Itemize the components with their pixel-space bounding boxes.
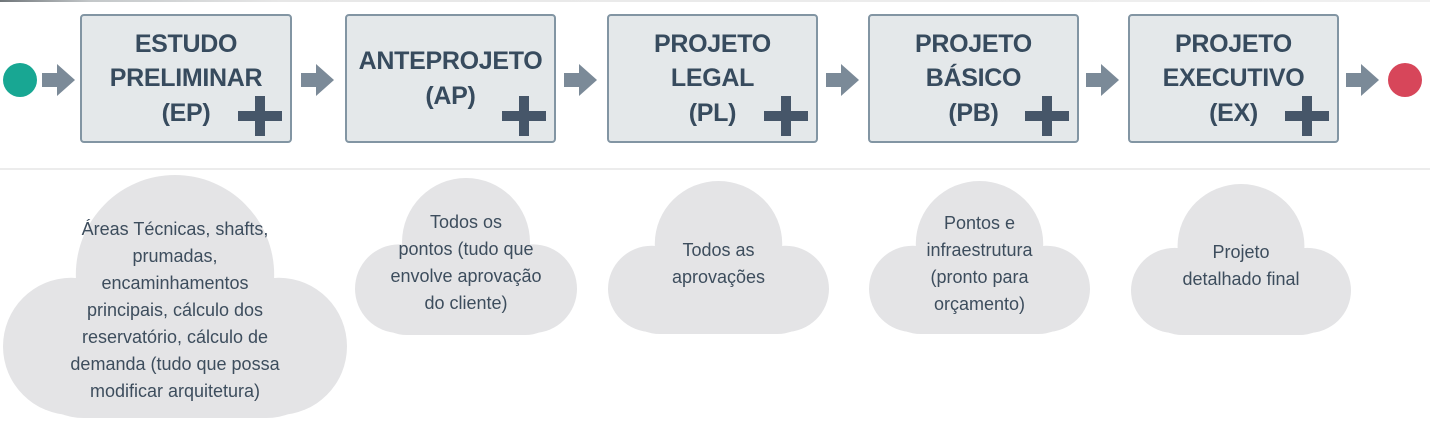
cloud-note-text: Projeto detalhado final (1182, 241, 1300, 289)
section-divider (0, 168, 1430, 170)
stage-box-pb[interactable]: PROJETO BÁSICO (PB) (868, 14, 1079, 143)
cloud-note-text: Todos as aprovações (671, 239, 766, 287)
flow-arrow-icon (42, 64, 75, 96)
stage-box-pl[interactable]: PROJETO LEGAL (PL) (607, 14, 818, 143)
stage-title: ANTEPROJETO (AP) (358, 47, 543, 110)
flow-arrow-icon (1346, 64, 1379, 96)
plus-icon[interactable] (502, 96, 546, 136)
start-marker-dot (3, 63, 37, 97)
cloud-note-ep: Áreas Técnicas, shafts, prumadas, encami… (3, 175, 347, 418)
cloud-note-text: Todos os pontos (tudo que envolve aprova… (390, 211, 542, 313)
cloud-icon (608, 181, 829, 334)
cloud-note-ap: Todos os pontos (tudo que envolve aprova… (355, 178, 577, 335)
stage-box-ap[interactable]: ANTEPROJETO (AP) (345, 14, 556, 143)
flow-arrow-icon (564, 64, 597, 96)
cloud-icon (869, 181, 1090, 334)
stage-title: PROJETO LEGAL (PL) (654, 29, 771, 127)
cloud-icon (1131, 184, 1351, 335)
plus-icon[interactable] (764, 96, 808, 136)
cloud-note-ex: Projeto detalhado final (1131, 184, 1351, 335)
stage-title: ESTUDO PRELIMINAR (EP) (109, 29, 263, 127)
cloud-note-text: Pontos e infraestrutura (pronto para orç… (926, 212, 1033, 314)
top-edge-line (0, 0, 1430, 2)
flow-arrow-icon (826, 64, 859, 96)
stage-box-ex[interactable]: PROJETO EXECUTIVO (EX) (1128, 14, 1339, 143)
stage-title: PROJETO EXECUTIVO (EX) (1162, 29, 1305, 127)
cloud-icon (355, 178, 577, 335)
plus-icon[interactable] (238, 96, 282, 136)
end-marker-dot (1388, 63, 1422, 97)
flow-arrow-icon (1086, 64, 1119, 96)
plus-icon[interactable] (1025, 96, 1069, 136)
stage-box-ep[interactable]: ESTUDO PRELIMINAR (EP) (80, 14, 292, 143)
cloud-icon (3, 175, 347, 418)
cloud-note-text: Áreas Técnicas, shafts, prumadas, encami… (70, 219, 280, 401)
cloud-note-pl: Todos as aprovações (608, 181, 829, 334)
flow-arrow-icon (301, 64, 334, 96)
cloud-note-pb: Pontos e infraestrutura (pronto para orç… (869, 181, 1090, 334)
plus-icon[interactable] (1285, 96, 1329, 136)
stage-title: PROJETO BÁSICO (PB) (915, 29, 1032, 127)
